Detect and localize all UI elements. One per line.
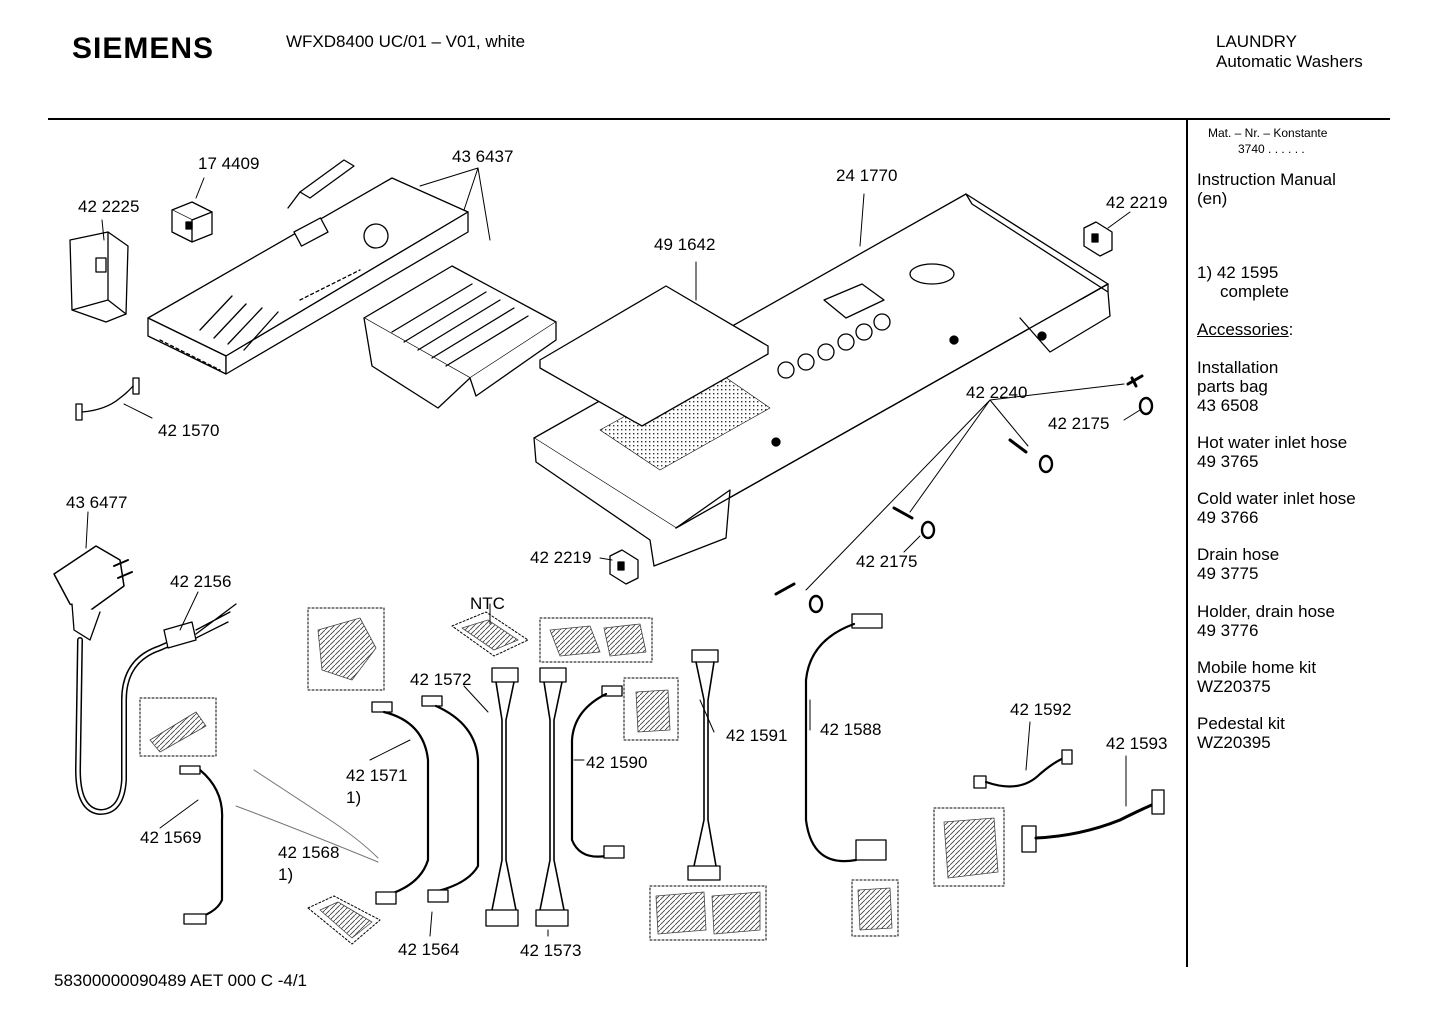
footnote-text: complete [1220,282,1289,301]
accessory-name: Cold water inlet hose [1197,489,1356,508]
category-subtitle: Automatic Washers [1216,52,1363,71]
part-label-42-2240: 42 2240 [966,383,1028,402]
part-label-42-1570: 42 1570 [158,421,220,440]
brand-logo: SIEMENS [72,32,215,65]
accessory-number: 43 6508 [1197,396,1259,415]
footnote-part: 1) 42 1595 [1197,263,1279,282]
part-label-42-1590: 42 1590 [586,753,648,772]
accessories-title: Accessories [1197,320,1289,339]
accessory-item: Mobile home kit WZ20375 [1197,658,1316,696]
accessory-number: WZ20375 [1197,677,1271,696]
category-title: LAUNDRY [1216,32,1297,51]
membrane-49-1642 [539,285,769,427]
part-note-42-1571: 1) [346,788,362,807]
filter-capacitor [69,231,129,323]
part-label-42-1572: 42 1572 [410,670,472,689]
detail-inset-contents [149,617,999,939]
accessory-item: Cold water inlet hose 49 3766 [1197,489,1356,527]
power-cord-43-6477 [53,545,237,815]
accessory-name: parts bag [1197,377,1268,396]
mat-number-value: 3740 . . . . . . [1238,142,1305,156]
part-label-42-2219: 42 2219 [1106,193,1168,212]
sidebar-divider [1186,119,1188,967]
part-label-42-2175-lower: 42 2175 [856,552,918,571]
part-label-42-1591: 42 1591 [726,726,788,745]
part-note-42-1568: 1) [278,865,294,884]
relay-block [171,201,213,243]
control-module [147,177,469,375]
accessory-number: 49 3765 [1197,452,1259,471]
accessory-item: Pedestal kit WZ20395 [1197,714,1285,752]
part-label-43-6477: 43 6477 [66,493,128,512]
keypad [287,159,355,209]
accessory-number: 49 3775 [1197,564,1259,583]
part-label-42-1588: 42 1588 [820,720,882,739]
document-code: 58300000090489 AET 000 C -4/1 [54,971,308,990]
detail-insets [139,607,1005,945]
part-label-42-1564: 42 1564 [398,940,460,959]
part-label-42-2225: 42 2225 [78,197,140,216]
accessory-item: Holder, drain hose 49 3776 [1197,602,1335,640]
part-label-42-1593: 42 1593 [1106,734,1168,753]
accessory-name: Hot water inlet hose [1197,433,1348,452]
leader-lines [85,167,1141,937]
header-divider [48,118,1390,120]
instruction-manual: Instruction Manual (en) [1197,170,1336,208]
part-label-ntc: NTC [470,594,505,613]
wire-harnesses [179,613,1165,927]
manual-label: Instruction Manual [1197,170,1336,189]
cable-tray [363,265,557,409]
part-label-42-1573: 42 1573 [520,941,582,960]
accessory-number: 49 3766 [1197,508,1259,527]
accessories-heading: Accessories: [1197,320,1293,339]
top-panel-24-1770 [533,193,1111,567]
part-label-42-2156: 42 2156 [170,572,232,591]
part-label-24-1770: 24 1770 [836,166,898,185]
clip-42-2219 [609,221,1113,585]
manual-language: (en) [1197,189,1228,208]
part-label-42-1568: 42 1568 [278,843,340,862]
part-label-49-1642: 49 1642 [654,235,716,254]
small-wire-42-1570 [75,377,140,421]
accessory-number: 49 3776 [1197,621,1259,640]
footnote: 1) 42 1595 complete [1197,263,1289,301]
accessory-name: Mobile home kit [1197,658,1317,677]
accessory-item: Installation parts bag 43 6508 [1197,358,1278,415]
accessory-name: Holder, drain hose [1197,602,1335,621]
accessory-item: Hot water inlet hose 49 3765 [1197,433,1347,471]
accessory-number: WZ20395 [1197,733,1271,752]
part-label-42-2219-lower: 42 2219 [530,548,592,567]
part-label-42-1569: 42 1569 [140,828,202,847]
accessory-name: Installation [1197,358,1279,377]
part-label-17-4409: 17 4409 [198,154,260,173]
screws-and-washers [774,374,1154,614]
accessory-name: Drain hose [1197,545,1280,564]
part-label-42-1592: 42 1592 [1010,700,1072,719]
part-label-42-2175: 42 2175 [1048,414,1110,433]
mat-number-label: Mat. – Nr. – Konstante [1208,126,1328,140]
part-label-42-1571: 42 1571 [346,766,408,785]
model-title: WFXD8400 UC/01 – V01, white [286,32,526,51]
accessory-item: Drain hose 49 3775 [1197,545,1279,583]
accessory-name: Pedestal kit [1197,714,1285,733]
accessories-colon: : [1288,320,1294,339]
part-label-43-6437: 43 6437 [452,147,514,166]
